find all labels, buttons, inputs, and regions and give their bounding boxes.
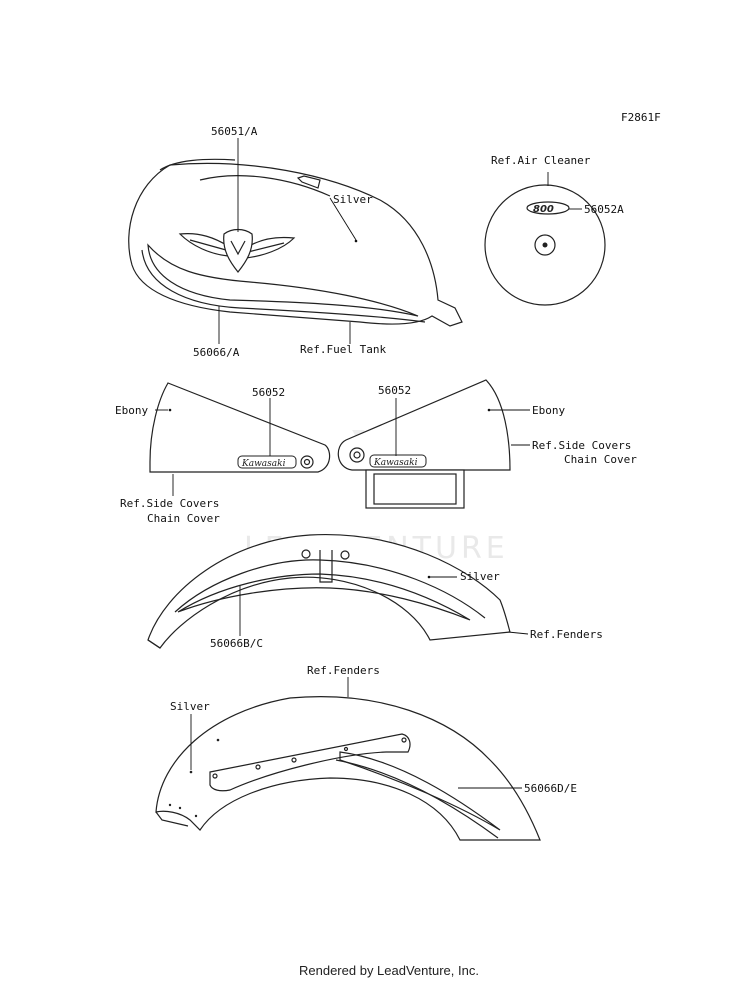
air-cleaner-800-emblem: 800 — [526, 201, 570, 215]
leader-front-fenders — [507, 631, 529, 635]
label-56066d-e: 56066D/E — [524, 782, 577, 795]
label-rear-ref-fenders: Ref.Fenders — [307, 664, 380, 677]
kawasaki-decal-left-text: Kawasaki — [241, 459, 286, 469]
kawasaki-decal-left: Kawasaki — [237, 455, 297, 469]
label-front-ref-fenders: Ref.Fenders — [530, 628, 603, 641]
label-56066-a: 56066/A — [193, 346, 240, 359]
right-side-cover: Kawasaki — [337, 379, 511, 509]
air-emblem-text: 800 — [533, 204, 554, 215]
rear-fender — [155, 696, 541, 841]
label-left-ebony: Ebony — [115, 404, 148, 417]
label-front-silver: Silver — [460, 570, 500, 583]
kawasaki-decal-right: Kawasaki — [369, 454, 427, 468]
label-left-56052: 56052 — [252, 386, 285, 399]
v-wing-emblem — [178, 228, 296, 273]
left-side-cover: Kawasaki — [149, 382, 331, 473]
kawasaki-decal-right-text: Kawasaki — [373, 458, 418, 468]
label-56066b-c: 56066B/C — [210, 637, 263, 650]
label-rear-silver: Silver — [170, 700, 210, 713]
label-56051-a: 56051/A — [211, 125, 258, 138]
label-tank-silver: Silver — [333, 193, 373, 206]
label-left-side-covers: Ref.Side Covers — [120, 497, 219, 510]
label-right-ebony: Ebony — [532, 404, 565, 417]
air-cleaner-cover: 800 — [484, 184, 606, 306]
figure-code: F2861F — [621, 111, 661, 124]
footer-credit: Rendered by LeadVenture, Inc. — [299, 963, 479, 978]
label-right-chain-cover: Chain Cover — [564, 453, 637, 466]
label-ref-air-cleaner: Ref.Air Cleaner — [491, 154, 591, 167]
label-ref-fuel-tank: Ref.Fuel Tank — [300, 343, 386, 356]
label-right-56052: 56052 — [378, 384, 411, 397]
fuel-tank — [128, 158, 463, 327]
label-left-chain-cover: Chain Cover — [147, 512, 220, 525]
leader-tank-silver — [329, 197, 357, 241]
label-56052a: 56052A — [584, 203, 624, 216]
label-right-side-covers: Ref.Side Covers — [532, 439, 631, 452]
front-fender — [147, 533, 511, 649]
